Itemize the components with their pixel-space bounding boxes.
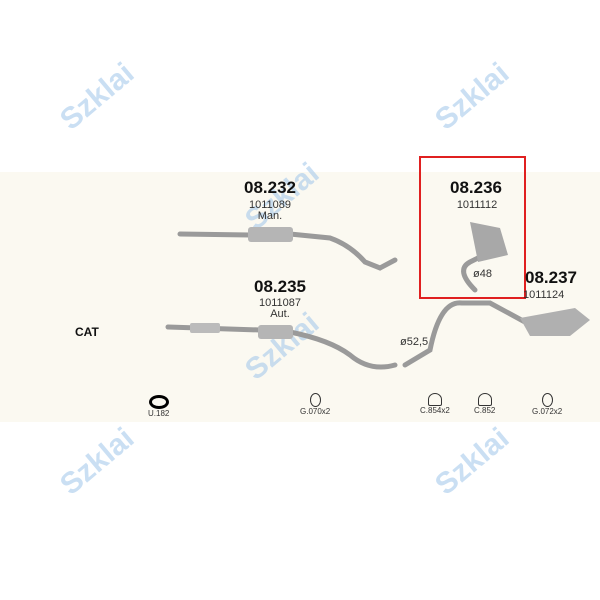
pipe-08-237 [402, 300, 528, 368]
cat-converter [190, 323, 220, 333]
pipe-08-232 [177, 231, 398, 271]
clamp-icon [477, 393, 492, 406]
gasket-icon [148, 395, 169, 409]
clamp-icon [427, 393, 442, 406]
cat-label: CAT [75, 325, 99, 339]
part-code[interactable]: 08.235 [254, 277, 306, 296]
pipe-08-236 [461, 255, 481, 293]
accessory[interactable]: U.182 [148, 395, 169, 418]
part-note: Man. [257, 210, 283, 222]
rubber-hanger-icon [309, 393, 321, 407]
highlight-box [419, 156, 526, 299]
part-note: Aut. [270, 308, 290, 320]
part-ref: 1011112 [456, 199, 498, 211]
part-ref: 1011124 [523, 289, 565, 301]
part-ref: 1011089 [248, 199, 291, 211]
muffler-08-237 [520, 308, 590, 336]
muffler-08-232 [248, 227, 293, 242]
accessory[interactable]: C.852 [474, 393, 495, 415]
muffler-08-236 [470, 222, 508, 262]
part-code[interactable]: 08.237 [525, 268, 577, 287]
diameter-label: ø48 [473, 268, 492, 280]
rubber-hanger-icon [541, 393, 553, 407]
part-code[interactable]: 08.232 [244, 178, 296, 197]
muffler-08-235 [258, 325, 293, 339]
part-ref: 1011087 [258, 297, 301, 309]
diameter-label: ø52,5 [400, 336, 429, 348]
part-code[interactable]: 08.236 [450, 178, 502, 197]
accessory[interactable]: G.070x2 [300, 393, 330, 416]
accessory[interactable]: G.072x2 [532, 393, 562, 416]
accessory[interactable]: C.854x2 [420, 393, 450, 415]
